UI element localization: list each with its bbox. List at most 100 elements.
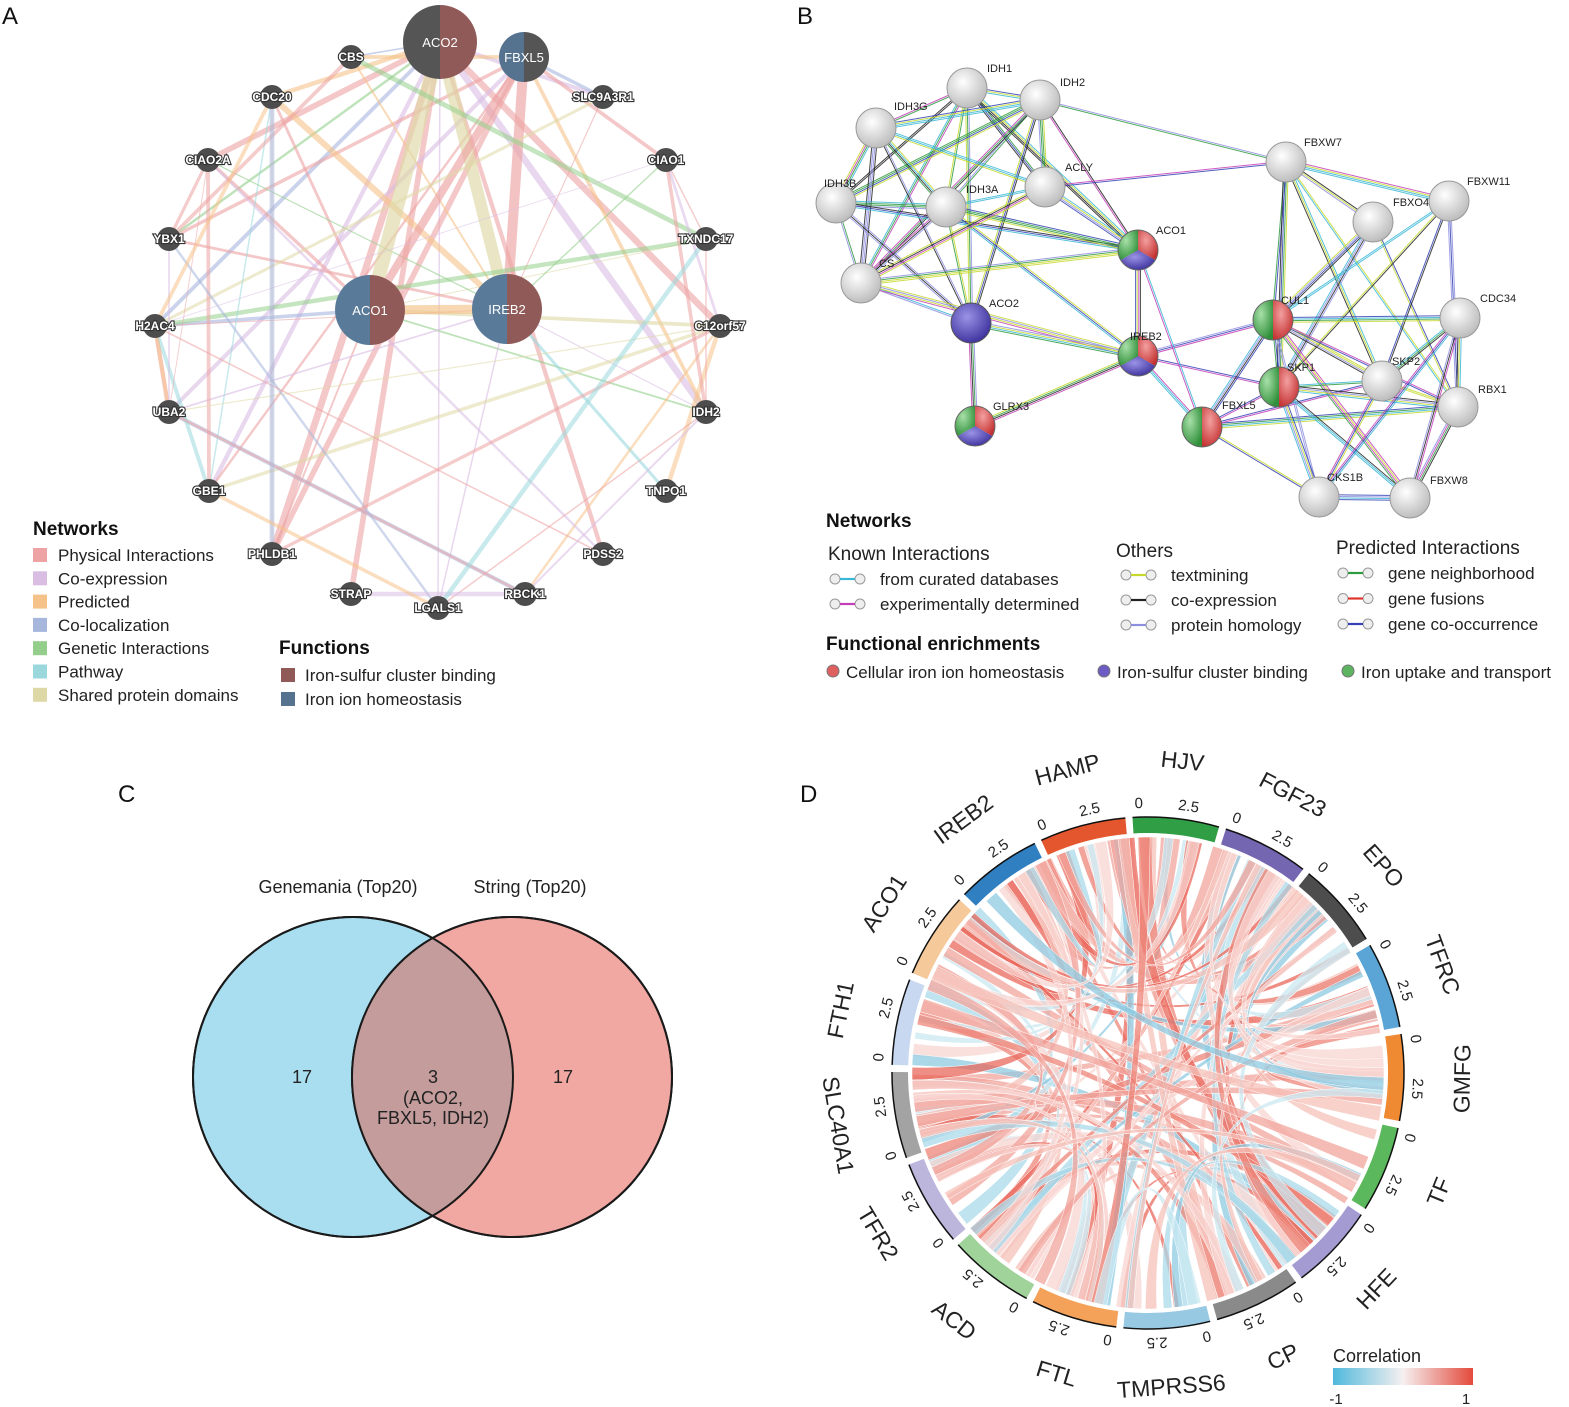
string-edge	[1278, 386, 1411, 499]
string-edge	[1137, 356, 1279, 389]
string-node-cdc34[interactable]: CDC34	[1439, 293, 1516, 339]
string-edge	[875, 127, 1046, 188]
string-node-idh3b[interactable]: IDH3B	[815, 178, 857, 224]
hub-node-fbxl5[interactable]: FBXL5	[499, 32, 549, 82]
tick-label-mid: 2.5	[1381, 1172, 1405, 1198]
string-edge	[1201, 379, 1382, 427]
network-edge	[369, 309, 707, 413]
gene-node-ciao1[interactable]: CIAO1	[647, 148, 686, 172]
string-edge	[1317, 379, 1382, 497]
string-edge	[835, 204, 1138, 253]
gene-node-rbck1[interactable]: RBCK1	[503, 582, 547, 606]
legend-network-label: Co-expression	[58, 569, 168, 588]
segment-label: FGF23	[1255, 766, 1330, 822]
functional-enrichment-label: Cellular iron ion homeostasis	[846, 663, 1064, 682]
legend-swatch	[281, 692, 295, 706]
string-edge	[1286, 159, 1450, 200]
network-edge	[524, 411, 707, 595]
gene-node-ybx1[interactable]: YBX1	[152, 227, 186, 251]
hub-node-aco2[interactable]: ACO2	[403, 5, 477, 79]
chord-link	[1211, 1088, 1384, 1293]
string-edge	[975, 356, 1139, 428]
gene-node-slc9a3r1[interactable]: SLC9A3R1	[571, 85, 635, 109]
hub-node-aco1[interactable]: ACO1	[335, 275, 405, 345]
string-node-skp1[interactable]: SKP1	[1258, 362, 1315, 408]
string-edge	[1040, 99, 1140, 250]
tick-label-mid: 2.5	[1393, 978, 1416, 1003]
string-edge	[1201, 404, 1458, 426]
string-edge	[1409, 317, 1461, 499]
string-node-fbxl5[interactable]: FBXL5	[1181, 400, 1256, 448]
string-node-glrx3[interactable]: GLRX3	[954, 401, 1029, 447]
gene-node-uba2[interactable]: UBA2	[152, 400, 187, 424]
string-edge	[1138, 354, 1280, 387]
gene-node-label: TNPO1	[646, 484, 686, 498]
string-node-idh3a[interactable]: IDH3A	[925, 184, 999, 228]
string-edge	[971, 320, 1139, 355]
gene-node-cdc20[interactable]: CDC20	[251, 85, 293, 109]
gene-node-tnpo1[interactable]: TNPO1	[645, 479, 687, 503]
gene-node-pdss2[interactable]: PDSS2	[582, 542, 624, 566]
network-edge	[434, 40, 513, 311]
chord-link	[1093, 1187, 1202, 1306]
string-node-ireb2[interactable]: IREB2	[1117, 331, 1162, 377]
string-node-cks1b[interactable]: CKS1B	[1298, 472, 1363, 518]
legend-edge-label: from curated databases	[880, 570, 1059, 589]
correlation-legend: Correlation -1 1	[1329, 1346, 1473, 1407]
gene-node-ciao2a[interactable]: CIAO2A	[184, 148, 232, 172]
string-node-cul1[interactable]: CUL1	[1252, 295, 1309, 341]
panel-letter-a: A	[2, 3, 18, 30]
string-node-fbxo45[interactable]: FBXO45	[1352, 197, 1435, 243]
gene-node-lgals1[interactable]: LGALS1	[413, 596, 463, 620]
string-edge	[1280, 162, 1289, 388]
segment-label: ACD	[927, 1295, 981, 1345]
hub-node-label: ACO1	[352, 303, 387, 318]
string-node-fbxw11[interactable]: FBXW11	[1428, 176, 1510, 222]
gene-node-idh2[interactable]: IDH2	[691, 400, 721, 424]
string-edge	[970, 99, 1041, 324]
gene-node-c12orf57[interactable]: C12orf57	[693, 314, 747, 338]
network-edge	[363, 40, 447, 312]
tick-label-mid: 2.5	[898, 1188, 923, 1214]
string-node-skp2[interactable]: SKP2	[1361, 356, 1420, 402]
gene-node-cbs[interactable]: CBS	[337, 45, 365, 69]
string-node-aco2[interactable]: ACO2	[950, 298, 1019, 344]
string-edge	[1277, 387, 1410, 500]
string-node-idh3g[interactable]: IDH3G	[855, 101, 928, 149]
gene-node-h2ac4[interactable]: H2AC4	[134, 314, 176, 338]
gene-node-label: H2AC4	[135, 319, 175, 333]
string-node-acly[interactable]: ACLY	[1024, 162, 1094, 208]
gene-node-txndc17[interactable]: TXNDC17	[678, 227, 735, 251]
legend-network-label: Pathway	[58, 663, 124, 682]
network-edge	[523, 325, 722, 595]
string-node-aco1[interactable]: ACO1	[1117, 225, 1186, 271]
string-edge	[1201, 405, 1458, 427]
tick-label-mid: 2.5	[1177, 797, 1200, 817]
string-node-fbxw8[interactable]: FBXW8	[1389, 475, 1468, 519]
string-node-fbxw7[interactable]: FBXW7	[1265, 137, 1342, 183]
string-edge	[1285, 161, 1383, 382]
gene-node-phldb1[interactable]: PHLDB1	[247, 542, 297, 566]
network-edge	[167, 159, 210, 240]
string-edge	[861, 128, 878, 284]
string-node-cs[interactable]: CS	[840, 258, 894, 304]
string-edge	[862, 128, 879, 284]
string-node-rbx1[interactable]: RBX1	[1437, 384, 1507, 428]
hub-node-ireb2[interactable]: IREB2	[472, 274, 542, 344]
segment-label: HAMP	[1032, 748, 1103, 790]
string-node-idh2[interactable]: IDH2	[1019, 77, 1085, 121]
gene-node-gbe1[interactable]: GBE1	[192, 479, 227, 503]
segment-label: TFR2	[852, 1202, 904, 1265]
string-edge	[836, 88, 968, 204]
gene-node-strap[interactable]: STRAP	[330, 582, 372, 606]
string-node-idh1[interactable]: IDH1	[946, 63, 1012, 109]
string-edge	[1272, 316, 1460, 320]
tick-label-zero: 0	[1006, 1297, 1022, 1316]
